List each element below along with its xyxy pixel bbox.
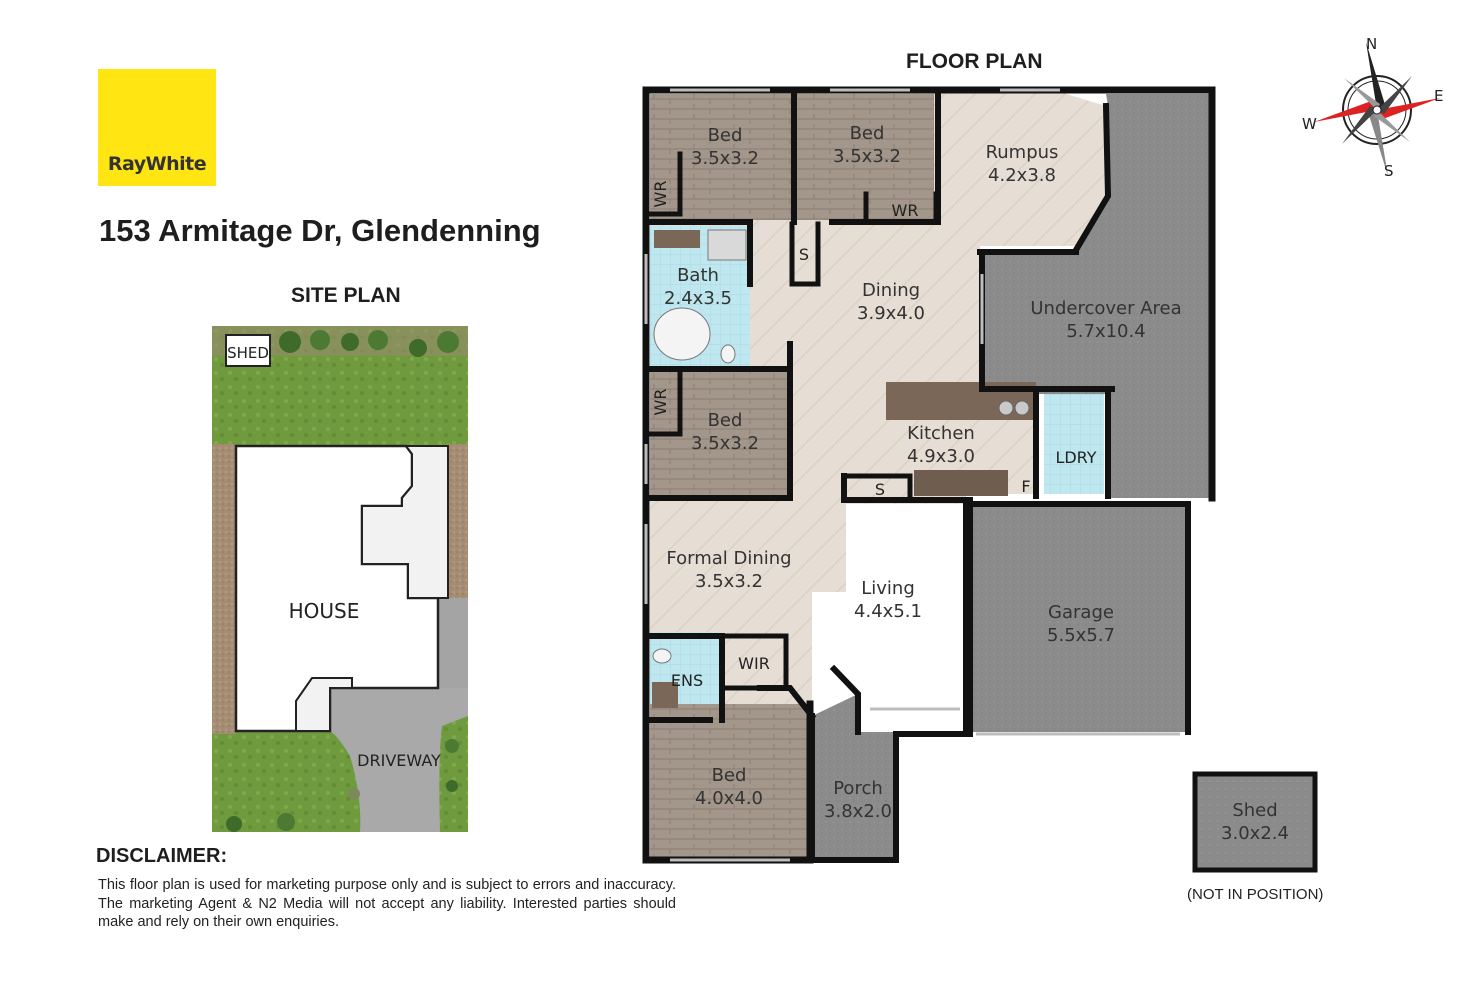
- shed-box: [225, 334, 271, 367]
- bath-size: 2.4x3.5: [664, 288, 732, 309]
- bed1-floor: [650, 94, 792, 220]
- side-path-left: [212, 444, 236, 734]
- property-address: 153 Armitage Dr, Glendenning: [99, 213, 541, 248]
- driveway-area: [330, 688, 468, 832]
- side-paving: [438, 598, 468, 688]
- compass-e: E: [1434, 87, 1443, 105]
- undercover-size: 5.7x10.4: [1066, 321, 1145, 342]
- storage-label: S: [799, 245, 809, 264]
- wr-label-bed2: WR: [892, 201, 919, 220]
- vanity-icon: [654, 230, 700, 248]
- shed-name: Shed: [1232, 800, 1277, 821]
- vanity-icon: [652, 682, 678, 708]
- shed-not-in-position-note: (NOT IN POSITION): [1187, 886, 1324, 903]
- porch-footprint: [295, 677, 353, 732]
- windows: [644, 88, 1180, 862]
- site-driveway-label: DRIVEWAY: [357, 751, 441, 770]
- undercover-footprint: [361, 445, 449, 599]
- rumpus-size: 4.2x3.8: [988, 165, 1056, 186]
- compass-s: S: [1384, 162, 1394, 180]
- bed2-name: Bed: [850, 123, 885, 144]
- living-name: Living: [861, 578, 915, 599]
- bed4-size: 4.0x4.0: [695, 788, 763, 809]
- living-size: 4.4x5.1: [854, 601, 922, 622]
- bed1-name: Bed: [708, 125, 743, 146]
- shed-size: 3.0x2.4: [1221, 823, 1289, 844]
- compass-w: W: [1302, 115, 1317, 133]
- laundry-label: LDRY: [1055, 448, 1096, 467]
- disclaimer-text: This floor plan is used for marketing pu…: [98, 877, 676, 930]
- site-plan-title: SITE PLAN: [291, 284, 401, 307]
- toilet-icon: [652, 648, 672, 664]
- wir-label: WIR: [738, 654, 770, 673]
- site-shed-label: SHED: [227, 344, 269, 362]
- site-house-label: HOUSE: [289, 599, 360, 623]
- sink-icon: [1014, 400, 1030, 416]
- formal-dining-name: Formal Dining: [666, 548, 791, 569]
- site-plan-diagram: SHED HOUSE DRIVEWAY: [212, 326, 468, 832]
- toilet-icon: [720, 344, 736, 364]
- porch-name: Porch: [833, 778, 883, 799]
- disclaimer-title: DISCLAIMER:: [96, 845, 228, 867]
- shrubs: [226, 330, 459, 832]
- floor-plan-title: FLOOR PLAN: [906, 50, 1043, 73]
- bed4-name: Bed: [712, 765, 747, 786]
- shower-icon: [707, 229, 747, 261]
- bed3-name: Bed: [708, 410, 743, 431]
- logo-text: RayWhite: [107, 153, 207, 175]
- laundry-floor: [1044, 394, 1104, 494]
- dining-size: 3.9x4.0: [857, 303, 925, 324]
- bathtub-icon: [653, 307, 711, 361]
- kitchen-size: 4.9x3.0: [907, 446, 975, 467]
- rumpus-name: Rumpus: [986, 142, 1059, 163]
- fridge-label: F: [1021, 477, 1030, 496]
- formal-dining-size: 3.5x3.2: [695, 571, 763, 592]
- garage-size: 5.5x5.7: [1047, 625, 1115, 646]
- porch-size: 3.8x2.0: [824, 801, 892, 822]
- compass-rose-icon: N E S W: [1302, 36, 1443, 180]
- compass-n: N: [1366, 36, 1377, 53]
- undercover-name: Undercover Area: [1030, 298, 1181, 319]
- shed-outline: [1192, 771, 1318, 873]
- ensuite-label: ENS: [671, 671, 703, 690]
- wr-label-bed3: WR: [651, 389, 670, 416]
- bed4-floor: [650, 704, 808, 858]
- wr-label-bed1: WR: [651, 181, 670, 208]
- ray-white-logo: RayWhite: [98, 69, 216, 186]
- shed-plan: Shed 3.0x2.4: [1192, 771, 1318, 873]
- undercover-floor: [984, 94, 1212, 498]
- kitchen-bench: [914, 470, 1008, 496]
- kitchen-name: Kitchen: [907, 423, 975, 444]
- bath-name: Bath: [677, 265, 719, 286]
- garage-name: Garage: [1048, 602, 1114, 623]
- bed1-size: 3.5x3.2: [691, 148, 759, 169]
- garage-floor: [970, 504, 1186, 732]
- sink-icon: [998, 400, 1014, 416]
- bed2-size: 3.5x3.2: [833, 146, 901, 167]
- bed3-size: 3.5x3.2: [691, 433, 759, 454]
- dining-name: Dining: [862, 280, 920, 301]
- floor-plan-diagram: Bed 3.5x3.2 Bed 3.5x3.2 Rumpus 4.2x3.8 B…: [642, 86, 1216, 864]
- side-path-right: [446, 444, 468, 598]
- pantry-label: S: [875, 480, 885, 499]
- porch-floor: [812, 694, 896, 859]
